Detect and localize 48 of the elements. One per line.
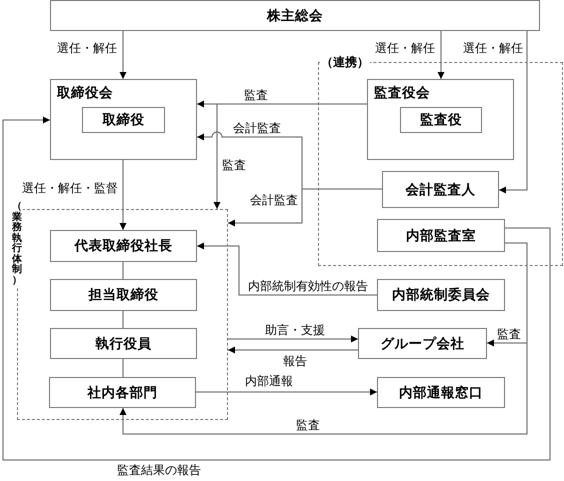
edge-label: 選任・解任 — [374, 41, 436, 55]
group-box — [367, 79, 514, 160]
entity-box: 内部監査室 — [377, 219, 505, 252]
heading-text: 監査役会 — [374, 86, 430, 101]
entity-box: 執行役員 — [50, 328, 197, 359]
edge-label: 報告 — [282, 354, 308, 368]
entity-box: グループ会社 — [358, 328, 487, 359]
connector-line — [122, 262, 124, 280]
entity-box: 担当取締役 — [50, 279, 197, 311]
arrow — [438, 30, 444, 80]
arrow — [228, 346, 358, 354]
arrow — [120, 30, 126, 80]
edge-label: 助言・支援 — [264, 323, 326, 337]
arrow — [196, 242, 378, 296]
entity-box: 代表取締役社長 — [50, 230, 197, 262]
group-box — [50, 79, 197, 160]
edge-label: 監査 — [295, 418, 321, 432]
entity-box: 監査役 — [400, 107, 482, 133]
connector-line — [122, 310, 124, 328]
edge-label: 監査結果の報告 — [116, 463, 202, 477]
arrow — [196, 388, 378, 396]
arrow — [228, 188, 382, 226]
heading-text: 取締役会 — [57, 86, 113, 101]
arrow — [120, 160, 126, 230]
edge-label: 会計監査 — [232, 121, 282, 135]
edge-label: 内部統制有効性の報告 — [247, 279, 369, 293]
entity-box: 社内各部門 — [49, 377, 196, 408]
entity-box: 株主総会 — [50, 0, 540, 31]
edge-label: 監査 — [496, 327, 522, 341]
heading-text: （連携） — [320, 55, 370, 69]
edge-label: 選任・解任 — [56, 41, 118, 55]
arrow — [2, 116, 550, 460]
entity-box: 内部統制委員会 — [377, 279, 505, 311]
edge-label: 内部通報 — [244, 374, 294, 388]
entity-box: 会計監査人 — [382, 171, 499, 208]
arrow — [120, 242, 528, 434]
edge-label: 監査 — [221, 158, 247, 172]
arrow — [228, 336, 358, 342]
heading-text: （業務執行体制） — [11, 202, 23, 286]
edge-label: 選任・解任 — [462, 41, 524, 55]
edge-label: 監査 — [243, 88, 269, 102]
edge-label: 会計監査 — [249, 193, 299, 207]
entity-box: 取締役 — [82, 107, 165, 133]
connector-line — [122, 358, 124, 378]
entity-box: 内部通報窓口 — [377, 377, 505, 408]
arrow — [214, 104, 368, 210]
edge-label: 選任・解任・監督 — [21, 181, 119, 195]
arrow — [498, 30, 528, 194]
